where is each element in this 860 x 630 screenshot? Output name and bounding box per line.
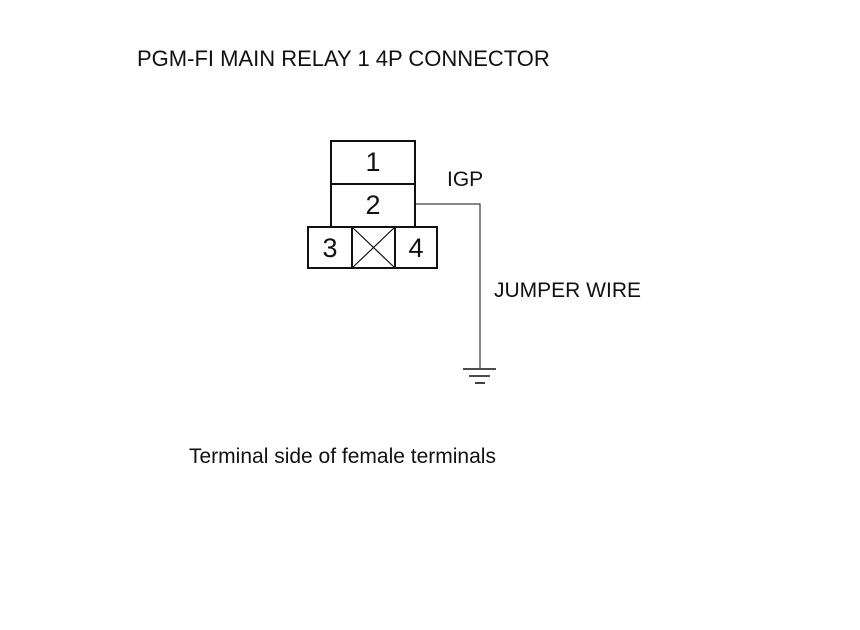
ground-symbol-icon xyxy=(463,368,496,384)
connector-body xyxy=(307,140,438,269)
terminal-number: 3 xyxy=(322,233,337,263)
diagram-title: PGM-FI MAIN RELAY 1 4P CONNECTOR xyxy=(137,46,550,71)
terminal-number: 1 xyxy=(365,147,380,177)
connector-lower-housing xyxy=(307,226,438,269)
terminal-number: 4 xyxy=(408,233,423,263)
diagram-caption: Terminal side of female terminals xyxy=(189,445,496,468)
blocked-cavity-icon xyxy=(351,226,396,269)
signal-label: IGP xyxy=(447,168,484,191)
terminal-number: 2 xyxy=(365,190,380,220)
jumper-wire xyxy=(415,203,481,368)
jumper-wire-label: JUMPER WIRE xyxy=(494,279,641,302)
